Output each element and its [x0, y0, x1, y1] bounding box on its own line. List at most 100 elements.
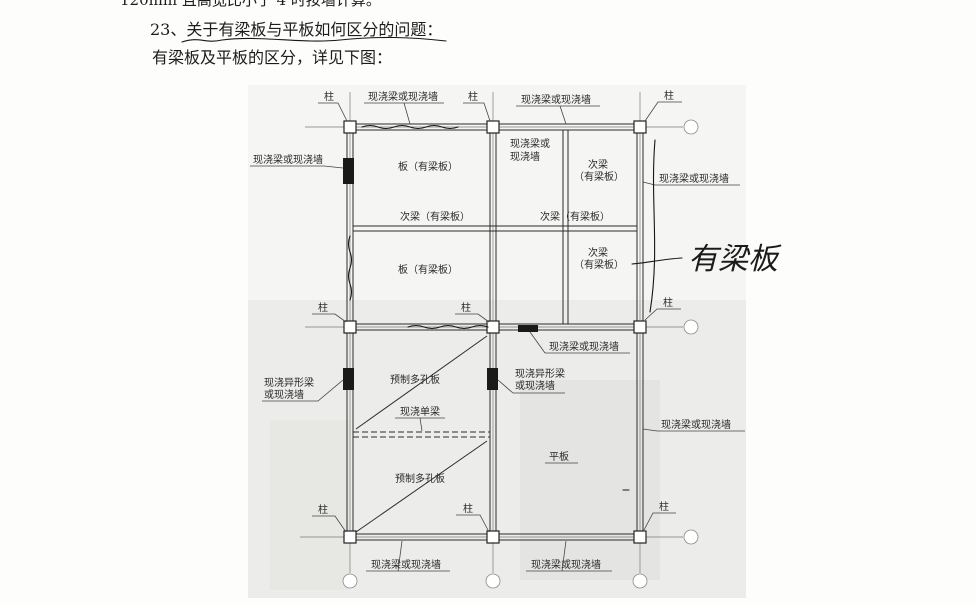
handwritten-underline — [181, 36, 447, 43]
label-beam-or-wall: 现浇梁或现浇墙 — [521, 93, 591, 106]
axis-bubble — [683, 119, 699, 135]
leader-line — [455, 313, 490, 323]
leader-line — [312, 313, 347, 323]
column — [343, 120, 357, 134]
label-column: 柱 — [468, 90, 478, 103]
leader-line — [395, 417, 445, 432]
wall-block — [518, 325, 538, 332]
leader-line — [529, 331, 630, 354]
item-heading: 23、关于有梁板与平板如何区分的问题： — [150, 20, 442, 40]
label-odd-beam-line1: 现浇异形梁 — [264, 376, 314, 389]
label-beam-or-wall-line2: 现浇墙 — [510, 150, 540, 163]
handwritten-annotation: 有梁板 — [631, 242, 782, 277]
precast-slab-diagonal — [355, 335, 488, 430]
wall-block — [487, 368, 498, 390]
leader-line — [262, 379, 344, 402]
label-flat-slab: 平板 — [549, 450, 569, 463]
axis-bubble — [632, 573, 648, 589]
column — [343, 320, 357, 334]
axis-bubble — [342, 573, 358, 589]
label-slab-beam-slab: 板（有梁板） — [398, 160, 458, 173]
scan-background — [248, 85, 746, 598]
pen-mark — [649, 139, 656, 313]
column — [486, 530, 500, 544]
pen-mark — [407, 324, 489, 330]
item-colon: ： — [426, 20, 443, 39]
label-beam-or-wall: 现浇梁或现浇墙 — [661, 418, 731, 431]
column — [486, 120, 500, 134]
leader-line — [644, 101, 682, 122]
label-slab-beam-slab: 板（有梁板） — [398, 263, 458, 276]
label-column: 柱 — [318, 301, 328, 314]
secondary-beam-vertical — [562, 130, 569, 324]
axis-bubble — [485, 573, 501, 589]
leader-line — [642, 428, 745, 432]
pen-marks — [347, 124, 656, 491]
axis-bubble — [683, 529, 699, 545]
label-column: 柱 — [324, 90, 334, 103]
diagram-labels: 柱 现浇梁或现浇墙 柱 现浇梁或现浇墙 柱 现浇梁或现浇墙 板（有梁板） 现浇梁… — [253, 89, 731, 571]
single-beam-dashed — [353, 431, 490, 438]
label-column: 柱 — [664, 89, 674, 102]
label-odd-beam-line1: 现浇异形梁 — [515, 367, 565, 380]
columns — [343, 120, 647, 544]
label-beam-or-wall: 现浇梁或现浇墙 — [549, 340, 619, 353]
intro-text: 有梁板及平板的区分，详见下图： — [152, 48, 393, 67]
wall-blocks — [343, 158, 538, 390]
column — [633, 120, 647, 134]
leader-line — [644, 308, 681, 321]
label-beam-or-wall: 现浇梁或现浇墙 — [368, 90, 438, 103]
wall-block — [343, 158, 354, 184]
column — [343, 530, 357, 544]
label-beam-or-wall: 现浇梁或现浇墙 — [531, 558, 601, 571]
label-secondary-beam-line2: （有梁板） — [574, 258, 624, 271]
leader-lines — [250, 101, 745, 572]
leader-line — [364, 102, 444, 125]
label-odd-beam-line2: 或现浇墙 — [515, 379, 555, 392]
leader-line — [318, 102, 348, 122]
label-beam-or-wall: 现浇梁或现浇墙 — [253, 153, 323, 166]
column — [633, 320, 647, 334]
leader-line — [643, 512, 676, 531]
leader-line — [642, 181, 740, 186]
label-column: 柱 — [663, 296, 673, 309]
item-title: 关于有梁板与平板如何区分的问题 — [186, 20, 427, 39]
label-odd-beam-line2: 或现浇墙 — [264, 388, 304, 401]
pen-mark — [361, 124, 459, 130]
scan-shade — [248, 300, 746, 598]
wall-block — [343, 368, 354, 390]
label-beam-or-wall-line1: 现浇梁或 — [510, 137, 550, 150]
scan-streak — [270, 420, 350, 590]
label-column: 柱 — [659, 500, 669, 513]
column — [633, 530, 647, 544]
leader-line — [366, 540, 450, 572]
label-column: 柱 — [461, 301, 471, 314]
axis-bubbles — [342, 119, 699, 589]
handwritten-dash — [631, 257, 683, 265]
label-secondary-beam-line2: （有梁板） — [574, 170, 624, 183]
axis-bubble — [683, 319, 699, 335]
leader-line — [456, 514, 490, 533]
item-number: 23、 — [150, 20, 187, 39]
leader-line — [526, 540, 612, 572]
label-secondary-beam-line1: 次梁 — [588, 246, 608, 259]
leader-line — [250, 165, 344, 169]
cut-off-text-line: 120mm 且高宽比小于 4 时按墙计算。 — [120, 0, 381, 9]
label-precast-slab: 预制多孔板 — [395, 472, 445, 485]
label-beam-or-wall: 现浇梁或现浇墙 — [659, 172, 729, 185]
leader-line — [497, 379, 565, 394]
column — [486, 320, 500, 334]
label-secondary-beam: 次梁（有梁板） — [540, 210, 610, 223]
label-beam-or-wall: 现浇梁或现浇墙 — [371, 558, 441, 571]
leader-line — [516, 105, 600, 125]
leader-line — [463, 102, 491, 122]
scan-streak — [520, 380, 660, 580]
label-secondary-beam-line1: 次梁 — [588, 158, 608, 171]
leader-line — [312, 515, 347, 533]
label-secondary-beam: 次梁（有梁板） — [400, 210, 470, 223]
handwritten-note: 有梁板 — [688, 242, 782, 277]
secondary-beam-horizontal — [353, 225, 637, 232]
precast-slab-diagonal — [355, 440, 488, 533]
label-column: 柱 — [463, 502, 473, 515]
label-column: 柱 — [318, 503, 328, 516]
